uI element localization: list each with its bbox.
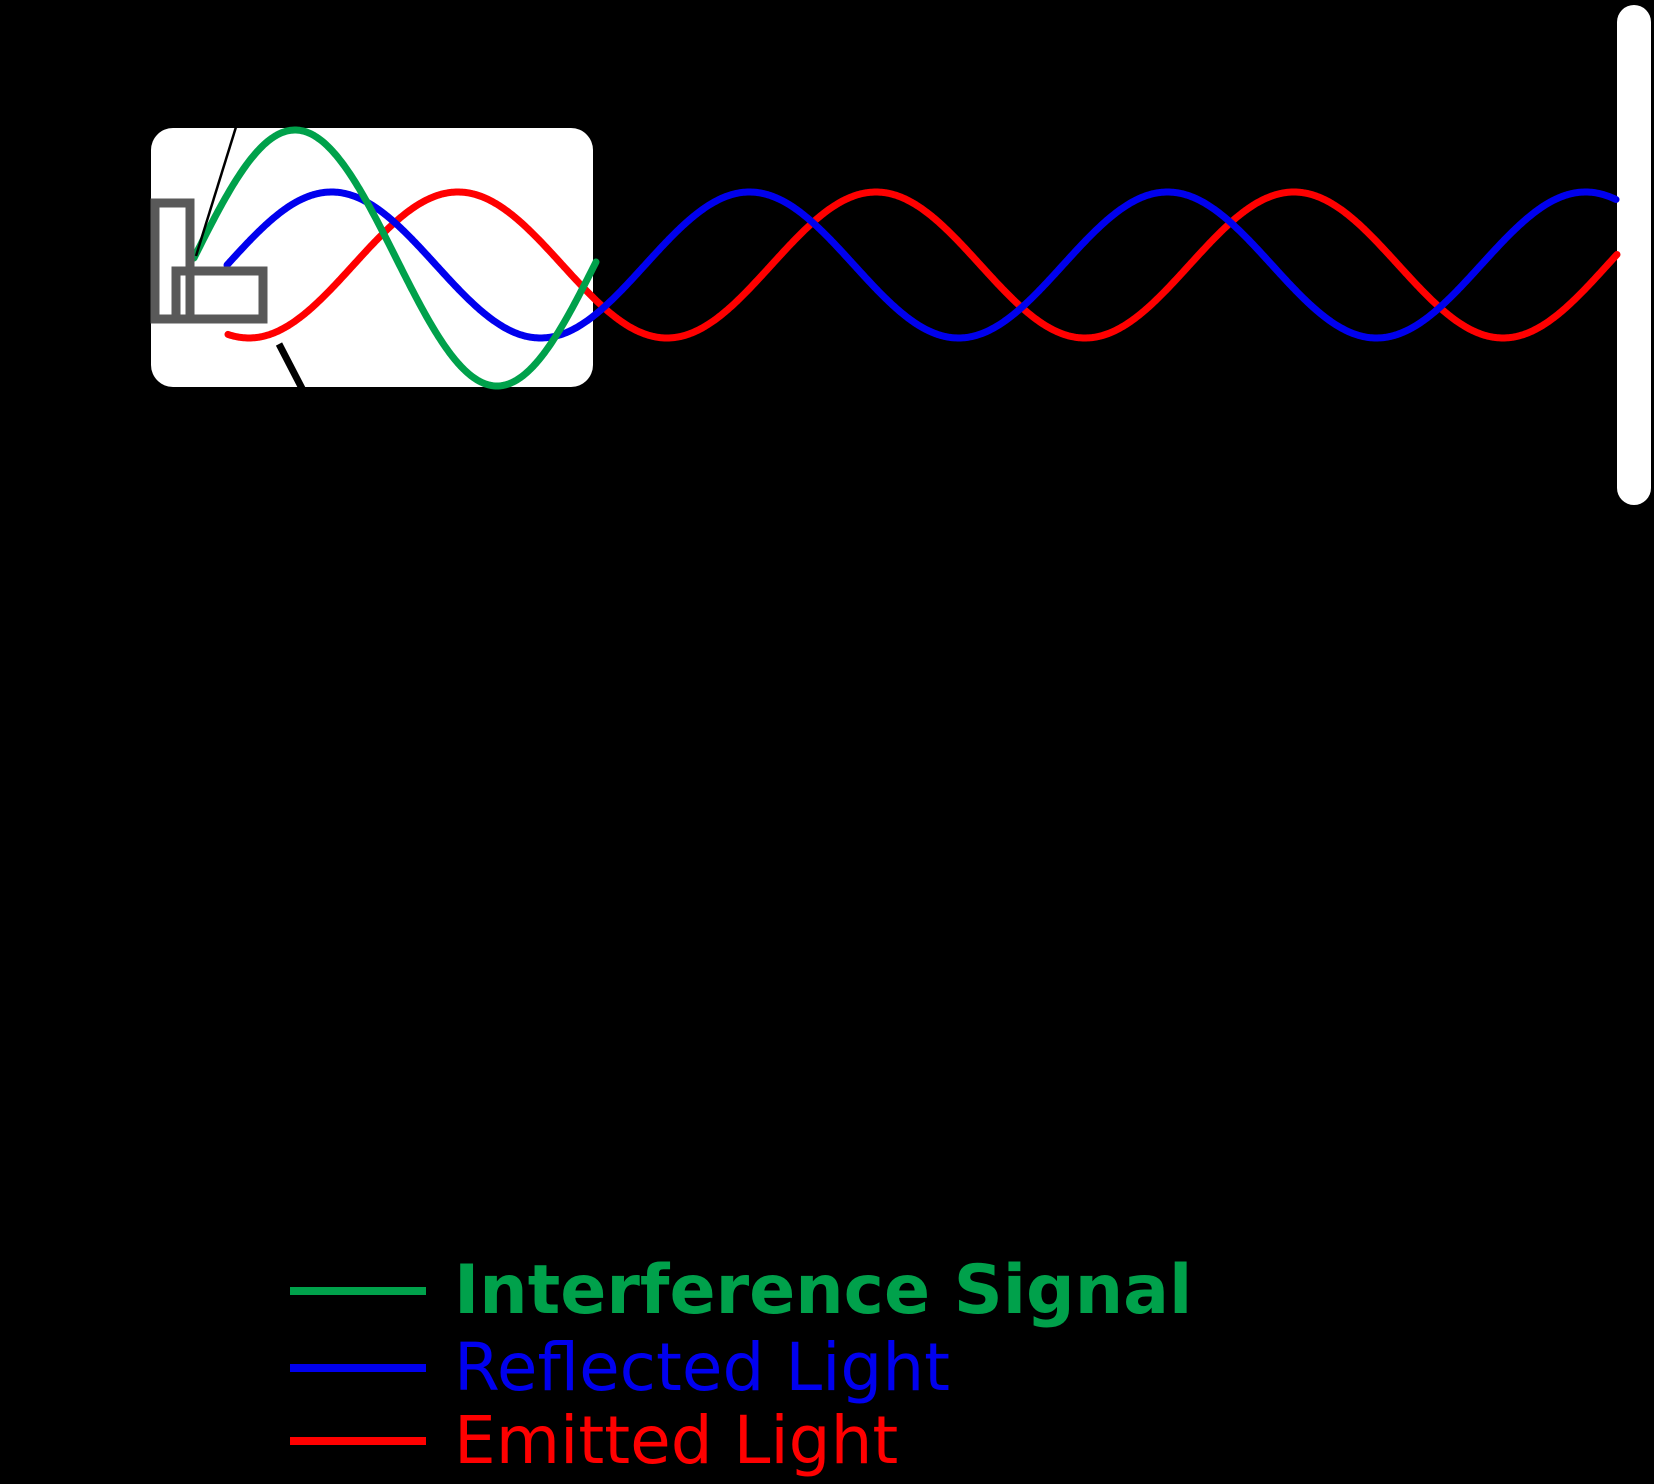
wave-group	[190, 126, 1621, 390]
legend-swatch-interference-signal	[290, 1287, 426, 1295]
detector-horizontal-element	[171, 266, 268, 324]
sample-mirror-bar	[1617, 5, 1651, 505]
legend-label-reflected-light: Reflected Light	[454, 1329, 951, 1406]
pointer-line-lower	[275, 342, 312, 402]
interference-signal-wave	[190, 126, 600, 390]
legend-item-emitted-light[interactable]: Emitted Light	[290, 1398, 898, 1484]
legend-label-emitted-light: Emitted Light	[454, 1402, 899, 1479]
detector-panel	[151, 128, 593, 387]
legend: Interference Signal Reflected Light Emit…	[0, 620, 1654, 1474]
diagram-scene	[150, 5, 1651, 505]
reflected-light-wave	[223, 188, 1620, 342]
emitted-light-wave	[224, 188, 1621, 342]
legend-swatch-reflected-light	[290, 1364, 426, 1372]
pointer-line-upper	[194, 126, 238, 257]
pointer-lines	[194, 126, 312, 402]
photodetector-l-shape	[150, 198, 268, 324]
legend-item-interference-signal[interactable]: Interference Signal	[290, 1248, 1192, 1334]
legend-label-interference-signal: Interference Signal	[454, 1251, 1193, 1330]
legend-swatch-emitted-light	[290, 1437, 426, 1445]
figure-canvas: Interference Signal Reflected Light Emit…	[0, 5, 1654, 1474]
